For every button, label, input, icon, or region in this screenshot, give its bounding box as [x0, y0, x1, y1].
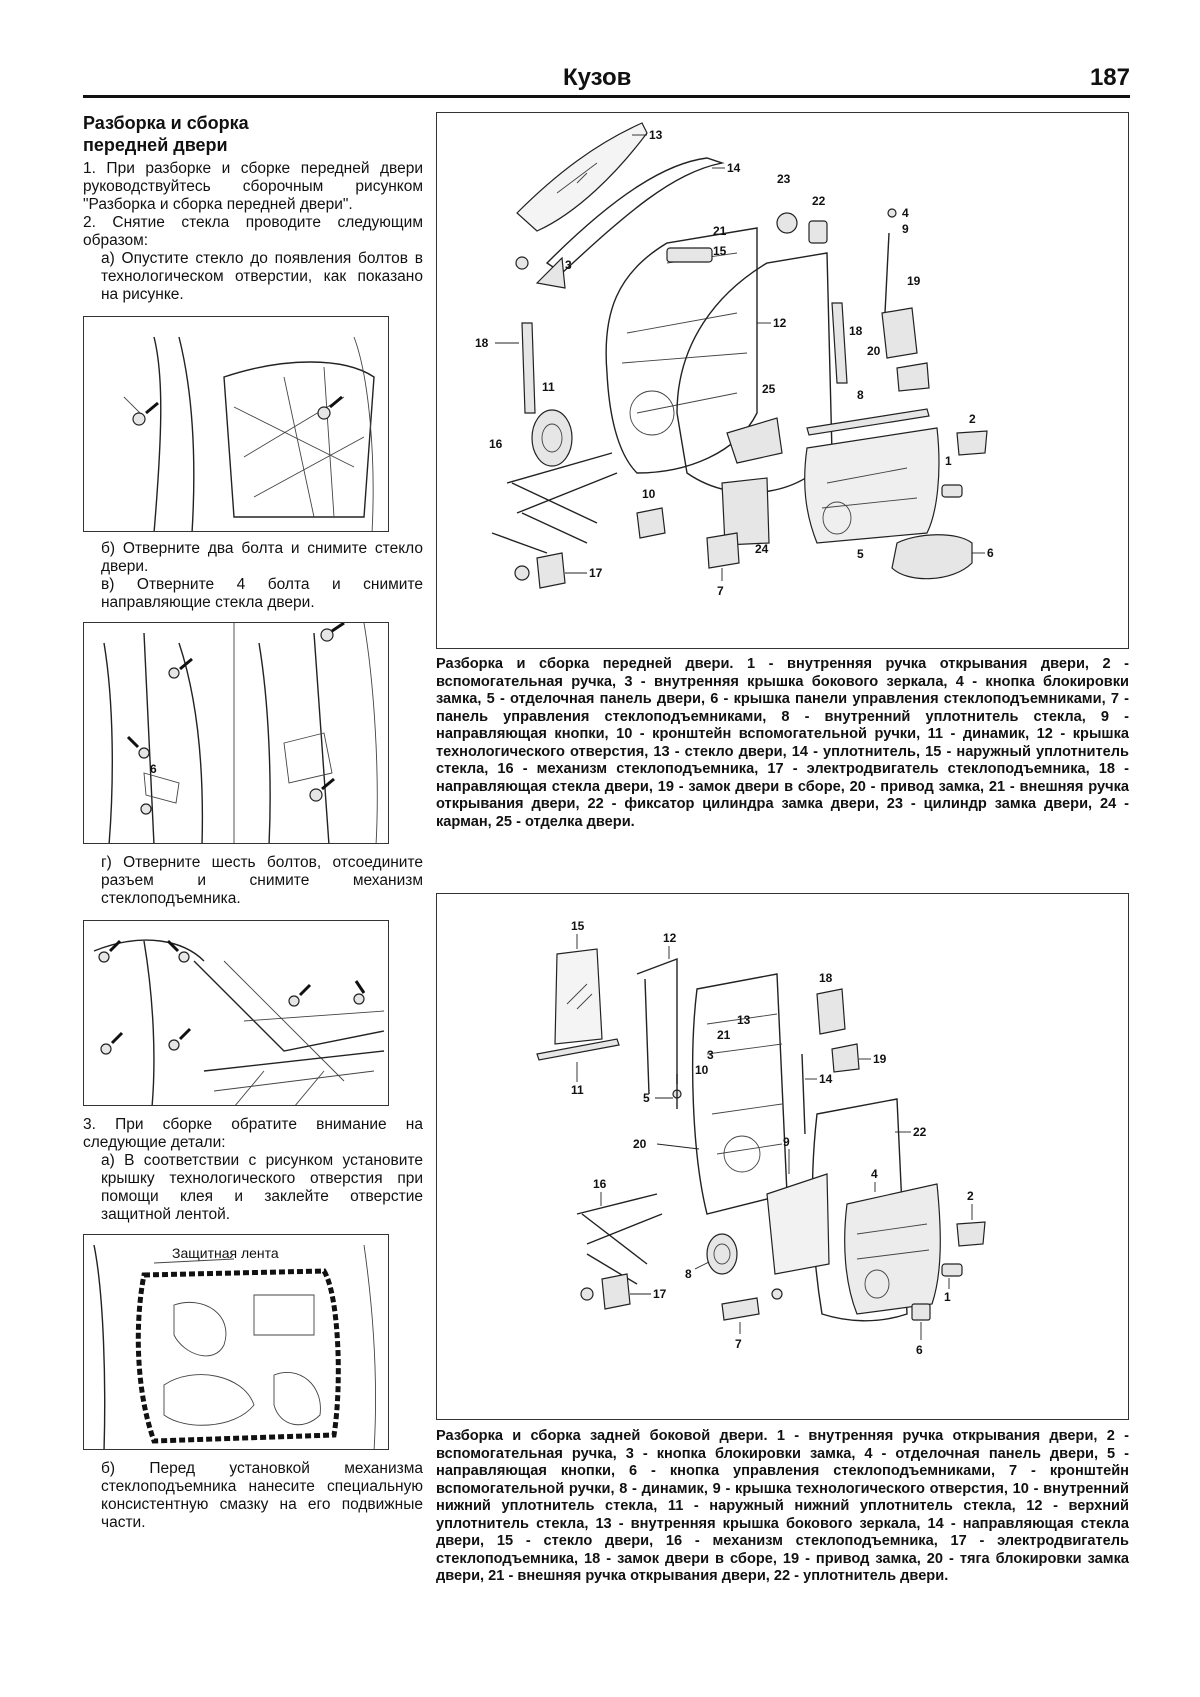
step-2a: а) Опустите стекло до появления болтов в… — [101, 250, 423, 303]
front-callout-8: 8 — [857, 388, 864, 402]
protective-tape-label: Защитная лента — [172, 1245, 279, 1261]
front-door-callouts: 13 14 23 22 4 9 21 15 3 19 12 18 18 20 1… — [475, 128, 994, 598]
front-callout-19: 19 — [907, 274, 921, 288]
rear-callout-13: 13 — [737, 1013, 751, 1027]
left-column: Разборка и сборка передней двери 1. При … — [83, 112, 423, 1532]
front-callout-13: 13 — [649, 128, 663, 142]
figure-2-label: 6 — [150, 762, 157, 776]
step-3b: б) Перед установкой механизма стеклоподъ… — [101, 1460, 423, 1531]
front-callout-22: 22 — [812, 194, 826, 208]
front-callout-18-left: 18 — [475, 336, 489, 350]
figure-glass-bolts — [83, 316, 389, 532]
front-callout-23: 23 — [777, 172, 791, 186]
front-callout-16: 16 — [489, 437, 503, 451]
rear-callout-3: 3 — [707, 1048, 714, 1062]
rear-callout-15: 15 — [571, 919, 585, 933]
rear-door-callouts: 15 12 18 13 21 19 3 10 14 5 11 20 22 9 4… — [571, 919, 974, 1357]
figure-regulator-bolts — [83, 920, 389, 1106]
front-door-exploded-view: 13 14 23 22 4 9 21 15 3 19 12 18 18 20 1… — [436, 112, 1129, 649]
rear-door-caption: Разборка и сборка задней боковой двери. … — [436, 1428, 1129, 1584]
front-callout-6: 6 — [987, 546, 994, 560]
front-callout-21: 21 — [713, 224, 727, 238]
rear-callout-21: 21 — [717, 1028, 731, 1042]
step-3a: а) В соответствии с рисунком установите … — [101, 1152, 423, 1223]
front-callout-4: 4 — [902, 206, 909, 220]
front-callout-7: 7 — [717, 584, 724, 598]
step-2d: г) Отверните шесть болтов, отсоедините р… — [101, 854, 423, 907]
rear-callout-10: 10 — [695, 1063, 709, 1077]
front-callout-11: 11 — [542, 380, 555, 394]
front-glass — [516, 122, 648, 232]
front-callout-10: 10 — [642, 487, 656, 501]
step-3: 3. При сборке обратите внимание на следу… — [83, 1116, 423, 1151]
rear-callout-11: 11 — [571, 1083, 584, 1097]
rear-callout-19: 19 — [873, 1052, 887, 1066]
rear-callout-5: 5 — [643, 1091, 650, 1105]
rear-callout-7: 7 — [735, 1337, 742, 1351]
rear-callout-2: 2 — [967, 1189, 974, 1203]
step-2: 2. Снятие стекла проводите следующим обр… — [83, 214, 423, 249]
front-callout-24: 24 — [755, 542, 769, 556]
figure-protective-tape: Защитная лента — [83, 1234, 389, 1450]
rear-door-exploded-view: 15 12 18 13 21 19 3 10 14 5 11 20 22 9 4… — [436, 893, 1129, 1420]
page-header: Кузов 187 — [83, 62, 1130, 98]
rear-callout-1: 1 — [944, 1290, 951, 1304]
rear-callout-18: 18 — [819, 971, 833, 985]
front-callout-25: 25 — [762, 382, 776, 396]
rear-callout-16: 16 — [593, 1177, 607, 1191]
step-1: 1. При разборке и сборке передней двери … — [83, 160, 423, 213]
front-callout-5: 5 — [857, 547, 864, 561]
rear-callout-14: 14 — [819, 1072, 833, 1086]
header-title: Кузов — [563, 64, 632, 91]
section-title: Разборка и сборка передней двери — [83, 112, 423, 156]
front-door-caption: Разборка и сборка передней двери. 1 - вн… — [436, 656, 1129, 830]
figure-glass-guides: 6 — [83, 622, 389, 844]
front-callout-15: 15 — [713, 244, 727, 258]
rear-callout-12: 12 — [663, 931, 677, 945]
rear-callout-9: 9 — [783, 1135, 790, 1149]
front-callout-1: 1 — [945, 454, 952, 468]
section-title-line-2: передней двери — [83, 135, 228, 155]
front-callout-12: 12 — [773, 316, 787, 330]
rear-callout-22: 22 — [913, 1125, 927, 1139]
front-callout-17: 17 — [589, 566, 603, 580]
front-callout-9: 9 — [902, 222, 909, 236]
rear-callout-20: 20 — [633, 1137, 647, 1151]
front-callout-3: 3 — [565, 258, 572, 272]
rear-callout-8: 8 — [685, 1267, 692, 1281]
front-callout-18-right: 18 — [849, 324, 863, 338]
front-callout-20: 20 — [867, 344, 881, 358]
step-2c: в) Отверните 4 болта и снимите направляю… — [101, 576, 423, 611]
section-title-line-1: Разборка и сборка — [83, 113, 249, 133]
rear-callout-17: 17 — [653, 1287, 667, 1301]
page-number: 187 — [1089, 64, 1130, 91]
rear-callout-4: 4 — [871, 1167, 878, 1181]
front-callout-14: 14 — [727, 161, 741, 175]
front-callout-2: 2 — [969, 412, 976, 426]
step-2b: б) Отверните два болта и снимите стекло … — [101, 540, 423, 575]
rear-callout-6: 6 — [916, 1343, 923, 1357]
